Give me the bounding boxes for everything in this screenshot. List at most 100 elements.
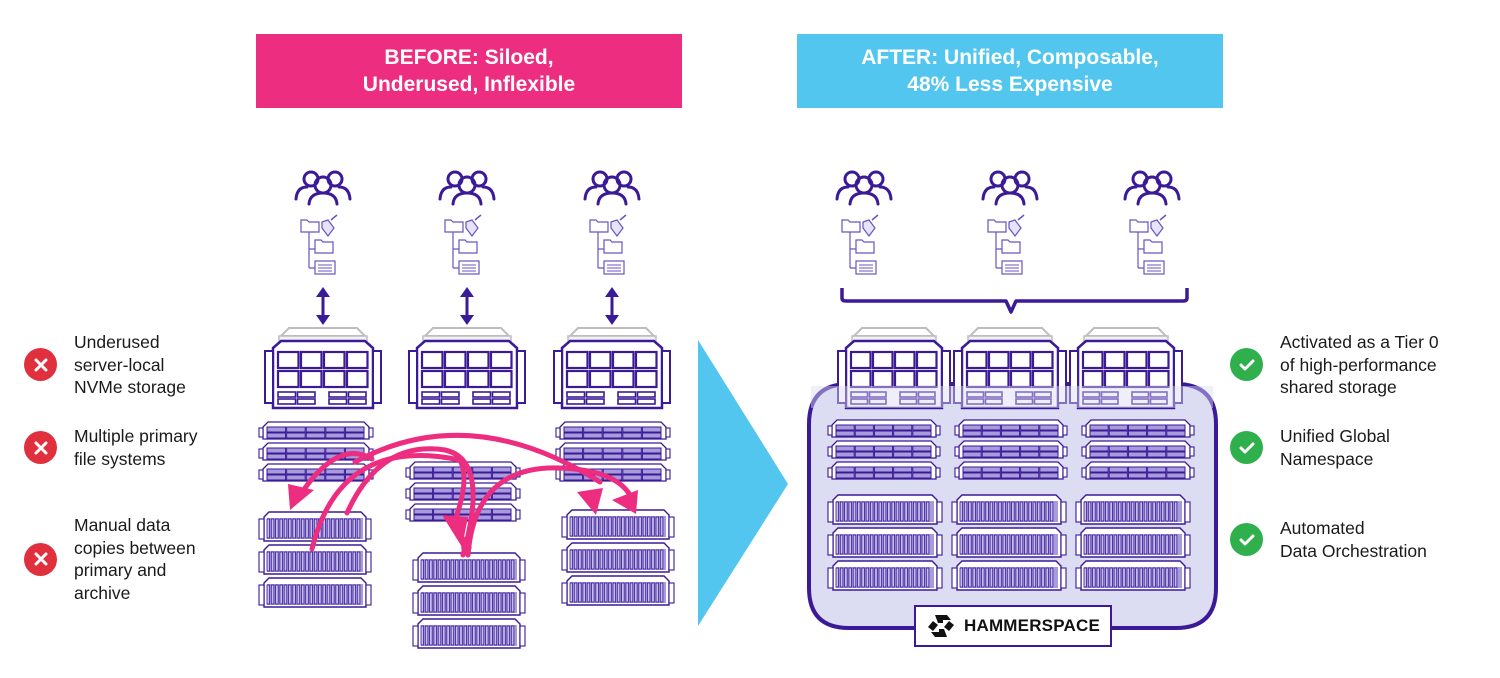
archive-server-icon	[561, 542, 675, 573]
after-archive-3	[1075, 494, 1191, 591]
after-archive-1	[827, 494, 943, 591]
users-group-icon	[1123, 170, 1181, 206]
archive-server-icon	[412, 552, 526, 583]
archive-server-icon	[561, 575, 675, 606]
archive-server-icon	[951, 494, 1067, 525]
logo-text: HAMMERSPACE	[963, 616, 1100, 635]
archive-server-icon	[1075, 560, 1191, 591]
after-archive-2	[951, 494, 1067, 591]
nvme-server-icon	[408, 327, 526, 410]
bullet-text: Unified Global Namespace	[1280, 426, 1390, 469]
after-file-servers-2	[954, 419, 1068, 480]
after-group-2	[981, 170, 1039, 275]
before-banner: BEFORE: Siloed, Underused, Inflexible	[256, 34, 682, 108]
bidirectional-arrow-icon	[316, 287, 330, 325]
before-title-line2: Underused, Inflexible	[362, 73, 576, 96]
archive-server-icon	[561, 509, 675, 540]
after-file-servers-1	[827, 419, 941, 480]
after-bullet-3: Automated Data Orchestration	[1230, 517, 1427, 562]
check-circle-icon	[1230, 523, 1263, 556]
file-server-icon	[1081, 440, 1195, 459]
archive-server-icon	[827, 527, 943, 558]
bullet-text: Automated Data Orchestration	[1280, 518, 1427, 561]
before-silo-1	[264, 170, 382, 410]
before-file-servers-3	[555, 421, 671, 482]
before-silo-3	[553, 170, 671, 410]
archive-server-icon	[951, 560, 1067, 591]
check-circle-icon	[1230, 431, 1263, 464]
file-tree-icon	[300, 214, 338, 275]
nvme-server-icon	[553, 327, 671, 410]
file-server-icon	[954, 440, 1068, 459]
file-tree-icon	[444, 214, 482, 275]
pool-overlay	[811, 386, 1213, 408]
before-archive-2	[412, 552, 526, 649]
before-archive-3	[561, 509, 675, 606]
file-server-icon	[954, 461, 1068, 480]
file-server-icon	[555, 421, 671, 440]
file-server-icon	[827, 440, 941, 459]
nvme-server-icon	[953, 327, 1067, 410]
bullet-text: Underused server-local NVMe storage	[74, 332, 186, 397]
file-server-icon	[954, 419, 1068, 438]
users-group-icon	[981, 170, 1039, 206]
bullet-text: Activated as a Tier 0 of high-performanc…	[1280, 332, 1439, 397]
archive-server-icon	[258, 577, 372, 608]
after-title-line1: AFTER: Unified, Composable,	[861, 46, 1159, 69]
check-circle-icon	[1230, 348, 1263, 382]
file-server-icon	[1081, 461, 1195, 480]
before-bullet-3: Manual data copies between primary and a…	[24, 514, 196, 604]
after-title-line2: 48% Less Expensive	[907, 73, 1113, 96]
file-server-icon	[827, 419, 941, 438]
file-server-icon	[555, 442, 671, 461]
after-group-3	[1123, 170, 1181, 275]
nvme-server-icon	[1069, 327, 1183, 410]
archive-server-icon	[827, 494, 943, 525]
unify-bracket	[840, 288, 1189, 314]
archive-server-icon	[412, 618, 526, 649]
nvme-server-icon	[837, 327, 951, 410]
archive-server-icon	[827, 560, 943, 591]
after-nvme-servers	[811, 327, 1213, 410]
right-arrow-triangle-icon	[698, 340, 788, 626]
file-server-icon	[258, 421, 374, 440]
x-circle-icon	[24, 348, 57, 382]
before-archive-1	[258, 511, 372, 608]
hammerspace-mark-icon	[927, 615, 954, 637]
users-group-icon	[583, 170, 641, 206]
copy-arrow-5	[465, 465, 638, 558]
x-circle-icon	[24, 431, 57, 464]
file-server-icon	[1081, 419, 1195, 438]
archive-server-icon	[258, 511, 372, 542]
after-group-1	[835, 170, 893, 275]
archive-server-icon	[258, 544, 372, 575]
before-title-line1: BEFORE: Siloed,	[384, 46, 554, 69]
bidirectional-arrow-icon	[460, 287, 474, 325]
hammerspace-logo: HAMMERSPACE	[914, 605, 1112, 647]
file-tree-icon	[987, 214, 1025, 275]
users-group-icon	[835, 170, 893, 206]
before-silo-2	[408, 170, 526, 410]
file-server-icon	[405, 503, 521, 522]
after-bullet-2: Unified Global Namespace	[1230, 425, 1390, 470]
archive-server-icon	[1075, 527, 1191, 558]
after-file-servers-3	[1081, 419, 1195, 480]
after-banner: AFTER: Unified, Composable, 48% Less Exp…	[797, 34, 1223, 108]
file-tree-icon	[841, 214, 879, 275]
nvme-server-icon	[264, 327, 382, 410]
bullet-text: Multiple primary file systems	[74, 426, 198, 469]
users-group-icon	[438, 170, 496, 206]
bidirectional-arrow-icon	[605, 287, 619, 325]
users-group-icon	[294, 170, 352, 206]
file-server-icon	[827, 461, 941, 480]
before-bullet-1: Underused server-local NVMe storage	[24, 331, 186, 399]
file-tree-icon	[1129, 214, 1167, 275]
archive-server-icon	[412, 585, 526, 616]
before-bullet-2: Multiple primary file systems	[24, 425, 198, 470]
after-bullet-1: Activated as a Tier 0 of high-performanc…	[1230, 331, 1439, 399]
copy-arrow-4	[352, 432, 603, 515]
bullet-text: Manual data copies between primary and a…	[74, 515, 196, 603]
archive-server-icon	[1075, 494, 1191, 525]
file-tree-icon	[589, 214, 627, 275]
